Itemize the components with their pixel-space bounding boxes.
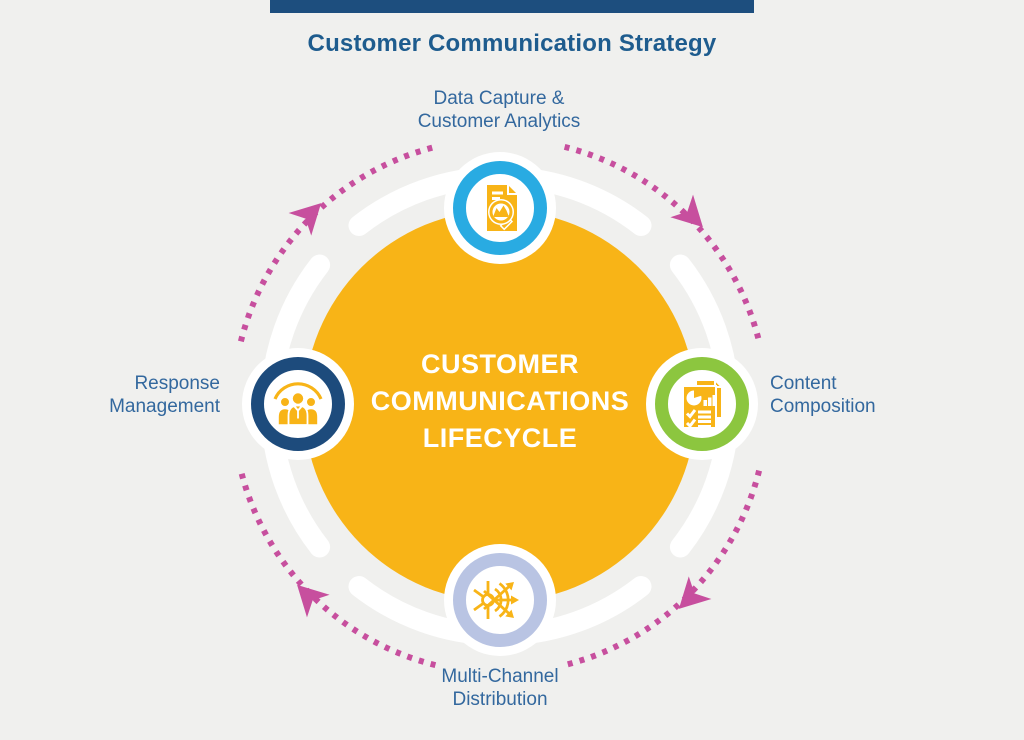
center-circle [304,210,696,602]
flow-arc-left-to-top [237,143,437,343]
flow-arc-right-to-bottom [563,469,763,669]
broadcast-icon [473,581,519,619]
header-bar [270,0,754,13]
node-response-management [242,348,354,460]
arrowhead-southwest-icon [297,584,330,618]
flow-arc-top-to-right [563,143,763,343]
center-circle-label: CUSTOMER COMMUNICATIONS LIFECYCLE [370,349,630,453]
arrowhead-southeast-icon [678,576,712,609]
label-response-management: Response Management [109,373,220,417]
flow-arc-bottom-to-left [237,469,437,669]
flow-dotted-ring [237,143,763,669]
flow-arrowheads [288,194,712,618]
node-multi-channel [444,544,556,656]
team-icon [273,382,323,426]
node-data-capture [444,152,556,264]
analytics-document-icon [487,185,517,231]
report-document-icon [682,379,723,429]
page-title: Customer Communication Strategy [307,30,717,57]
label-content-composition: Content Composition [770,373,876,417]
label-data-capture: Data Capture & Customer Analytics [417,88,581,132]
arrowhead-northeast-icon [670,194,703,228]
label-multi-channel: Multi-Channel Distribution [441,666,559,710]
arrowhead-northwest-icon [288,203,322,236]
node-content-composition [646,348,758,460]
